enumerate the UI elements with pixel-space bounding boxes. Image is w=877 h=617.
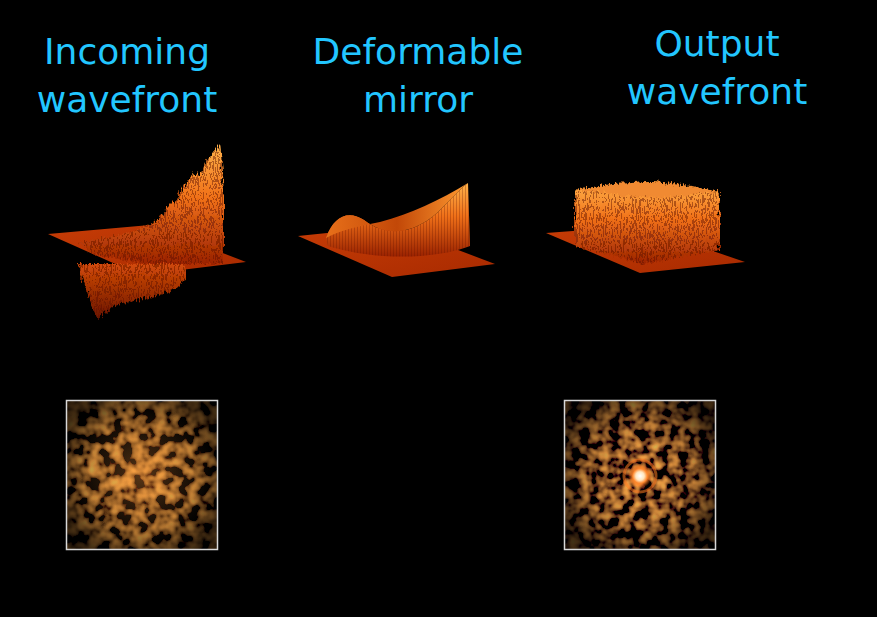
output-surface xyxy=(546,180,745,273)
heading-label: Output wavefront xyxy=(587,20,847,116)
mirror-surface xyxy=(298,183,495,277)
psf-before xyxy=(67,401,218,550)
heading-label: Deformable mirror xyxy=(288,28,548,124)
heading-label: Incoming wavefront xyxy=(0,28,257,124)
psf-after xyxy=(565,401,716,550)
incoming-surface xyxy=(48,142,246,318)
